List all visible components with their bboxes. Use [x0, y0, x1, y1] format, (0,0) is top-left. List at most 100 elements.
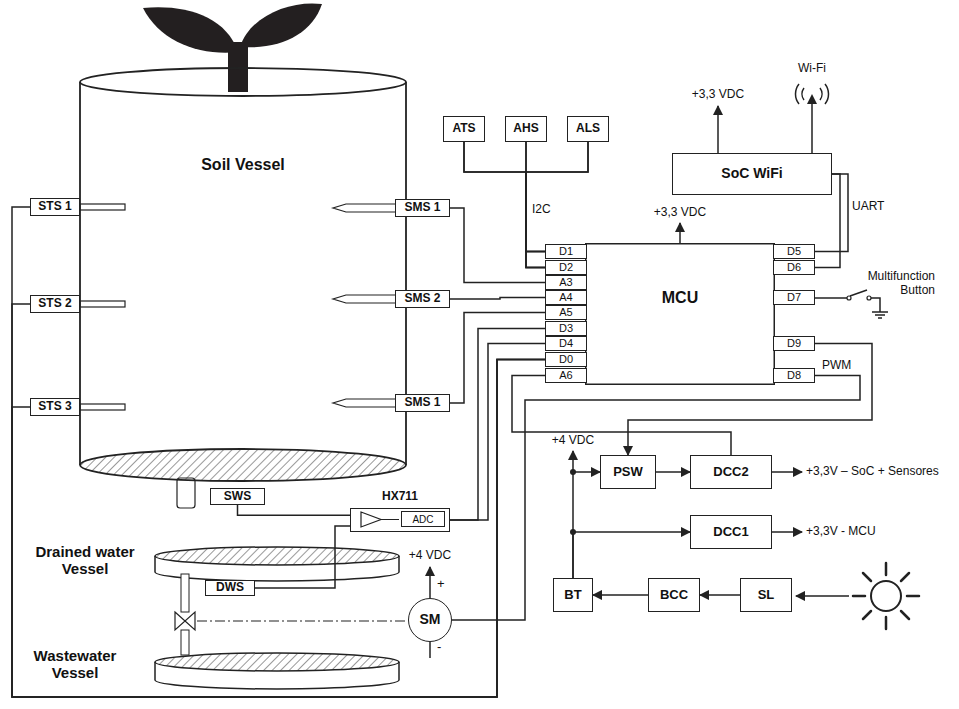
- valve-symbol: [175, 612, 195, 630]
- node-text: D2: [559, 261, 573, 273]
- wire-connector: [573, 532, 690, 578]
- node-text: STS 2: [38, 297, 71, 310]
- wire-connector: [573, 472, 600, 578]
- sensor-box: SWS: [210, 488, 265, 505]
- diagram-label: +4 VDC: [540, 434, 606, 448]
- pin-box: D4: [545, 336, 587, 351]
- pin-box: A4: [545, 290, 587, 305]
- adc-module-box: HX711ADC: [350, 508, 450, 532]
- diagram-label: +3,3V – SoC + Sensores: [806, 465, 939, 479]
- pin-box: D8: [773, 368, 815, 383]
- node-text: DWS: [216, 581, 244, 594]
- sunlight-arrow: [796, 595, 849, 597]
- node-text: STS 1: [38, 200, 71, 213]
- sensor-box: AHS: [505, 116, 547, 142]
- node-text: STS 3: [38, 400, 71, 413]
- mcu-block: MCU D1D2A3A4A5D3D4D0A6 D5D6D7D9D8: [545, 243, 815, 385]
- wire-connector: [450, 208, 545, 283]
- wire-connector: [526, 142, 588, 252]
- button-wire: [815, 297, 847, 299]
- sun-rays: [853, 563, 919, 629]
- node-text: D9: [787, 337, 801, 349]
- sun-symbol: [871, 581, 901, 611]
- supply-arrow: [679, 223, 681, 243]
- node-text: BT: [564, 588, 581, 602]
- output-arrow: [772, 471, 802, 473]
- output-arrow: [772, 531, 802, 533]
- node-text: A5: [559, 306, 572, 318]
- drained-water-vessel-top: [155, 547, 399, 565]
- vessel-top: [80, 68, 406, 96]
- node-text: MCU: [585, 289, 775, 307]
- antenna-mast: [811, 96, 813, 153]
- node-text: D5: [787, 245, 801, 257]
- node-text: D1: [559, 245, 573, 257]
- diagram-label: +: [437, 577, 445, 592]
- pin-box: A6: [545, 368, 587, 383]
- pin-box: D0: [545, 352, 587, 367]
- diagram-label: +3,3V - MCU: [806, 525, 876, 539]
- pin-box: D1: [545, 244, 587, 259]
- power-block: PSW: [600, 455, 656, 489]
- supply-arrow: [717, 106, 719, 153]
- supply-arrow: [429, 567, 431, 598]
- pin-box: A3: [545, 275, 587, 290]
- node-text: ALS: [576, 122, 600, 135]
- sensor-rod: [80, 404, 125, 410]
- sensor-box: ALS: [567, 116, 609, 142]
- sensor-box: ATS: [443, 116, 485, 142]
- adc-box: ADC: [401, 511, 445, 527]
- node-text: D7: [787, 291, 801, 303]
- wire-connector: [12, 360, 545, 698]
- power-block: BT: [553, 578, 593, 612]
- plant-leaf: [240, 3, 322, 47]
- pin-box: D5: [773, 244, 815, 259]
- wire-connector: [526, 142, 588, 268]
- power-block: DCC1: [690, 515, 772, 549]
- sensor-box: SMS 2: [395, 290, 450, 308]
- node-text: A3: [559, 276, 572, 288]
- node-text: SWS: [224, 490, 251, 503]
- wire-connector: [512, 376, 731, 456]
- power-block: BCC: [648, 578, 700, 612]
- power-block: DCC2: [690, 455, 772, 489]
- sensor-box: DWS: [205, 580, 255, 596]
- sensor-rod: [80, 301, 125, 307]
- node-text: BCC: [660, 588, 688, 602]
- button-contact: [867, 296, 871, 300]
- supply-arrow: [572, 451, 574, 472]
- sensor-box: SMS 1: [395, 199, 450, 217]
- diagram-label: PWM: [822, 359, 851, 373]
- node-text: A4: [559, 291, 572, 303]
- diagram-label: I2C: [532, 203, 551, 217]
- servo-motor-circle: SM: [408, 598, 452, 642]
- node-text: SMS 1: [404, 396, 440, 409]
- vessel-wall: [80, 82, 406, 465]
- node-text: D8: [787, 369, 801, 381]
- soil-vessel: Soil Vessel: [78, 60, 408, 485]
- soil-probe: [333, 399, 396, 407]
- wire-connector: [526, 142, 545, 252]
- ground-symbol: [871, 298, 888, 318]
- node-text: SL: [758, 588, 775, 602]
- node-text: SoC WiFi: [721, 166, 782, 181]
- wire-connector: [238, 505, 351, 515]
- motor-terminal: [429, 642, 431, 658]
- diagram-label: +3,3 VDC: [645, 206, 715, 220]
- pin-box: D6: [773, 260, 815, 275]
- drain-pipe: [177, 478, 195, 508]
- diagram-label: +3,3 VDC: [683, 88, 753, 102]
- sensor-box: STS 2: [30, 295, 80, 313]
- node-text: D0: [559, 353, 573, 365]
- wire-connector: [450, 329, 545, 521]
- soil-probe: [333, 204, 396, 212]
- node-text: A6: [559, 369, 572, 381]
- wire-connector: [593, 594, 648, 596]
- pin-box: A5: [545, 305, 587, 320]
- pin-box: D2: [545, 260, 587, 275]
- sensor-box: STS 3: [30, 398, 80, 416]
- node-text: AHS: [513, 122, 538, 135]
- pin-box: D3: [545, 321, 587, 336]
- node-text: ATS: [452, 122, 475, 135]
- node-text: D3: [559, 322, 573, 334]
